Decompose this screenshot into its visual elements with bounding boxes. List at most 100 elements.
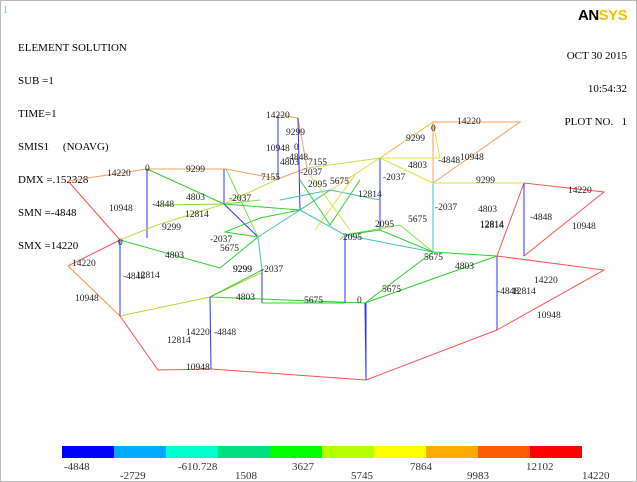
element-edge bbox=[299, 157, 524, 211]
element-edge bbox=[209, 269, 263, 298]
model-label: 0 bbox=[431, 124, 436, 134]
model-label: 14220 bbox=[186, 328, 210, 338]
title-line: TIME=1 bbox=[18, 108, 57, 120]
model-label: -2037 bbox=[300, 168, 322, 178]
element-edge bbox=[364, 255, 498, 304]
model-label: 4803 bbox=[236, 293, 255, 303]
legend-color-band bbox=[322, 446, 374, 458]
model-label: 5675 bbox=[408, 215, 427, 225]
element-edge bbox=[496, 182, 606, 257]
legend-tick: 1508 bbox=[235, 470, 257, 482]
element-edge bbox=[257, 209, 301, 271]
model-label: 12814 bbox=[358, 190, 382, 200]
model-label: 9299 bbox=[286, 128, 305, 138]
element-edge bbox=[379, 121, 434, 159]
legend-color-band bbox=[218, 446, 270, 458]
model-label: 2095 bbox=[375, 220, 394, 230]
model-label: 4803 bbox=[455, 262, 474, 272]
model-label: 14220 bbox=[72, 259, 96, 269]
element-edge bbox=[67, 239, 121, 267]
model-label: 10948 bbox=[537, 311, 561, 321]
legend-color-band bbox=[114, 446, 166, 458]
legend-color-band bbox=[166, 446, 218, 458]
model-label: 12814 bbox=[136, 271, 160, 281]
element-edge bbox=[119, 178, 279, 241]
element-edge bbox=[223, 209, 301, 238]
model-label: 14220 bbox=[534, 276, 558, 286]
element-edge bbox=[67, 265, 121, 317]
legend-color-band bbox=[530, 446, 582, 458]
element-edge bbox=[299, 189, 346, 236]
element-edge bbox=[209, 296, 366, 304]
legend-color-band bbox=[374, 446, 426, 458]
model-label: 4803 bbox=[165, 251, 184, 261]
model-label: 12814 bbox=[185, 210, 209, 220]
model-label: 5675 bbox=[424, 253, 443, 263]
model-label: 9299 bbox=[186, 165, 205, 175]
model-label: 0 bbox=[357, 296, 362, 306]
model-label: -4848 bbox=[152, 200, 174, 210]
legend-tick: -610.728 bbox=[178, 461, 218, 473]
element-edges bbox=[67, 114, 606, 381]
plot-date: OCT 30 2015 bbox=[566, 50, 627, 62]
legend-color-band bbox=[270, 446, 322, 458]
model-label: 0 bbox=[118, 238, 123, 248]
model-label: 2095 bbox=[308, 180, 327, 190]
element-edge bbox=[225, 168, 259, 238]
model-label: 7155 bbox=[308, 158, 327, 168]
legend-tick: 9983 bbox=[467, 470, 489, 482]
element-edge bbox=[297, 117, 301, 211]
model-label: 12814 bbox=[512, 287, 536, 297]
element-edge bbox=[306, 157, 381, 169]
model-label: 14220 bbox=[457, 117, 481, 127]
model-label: 10948 bbox=[266, 144, 290, 154]
model-label: 12814 bbox=[167, 336, 191, 346]
model-label: -4848 bbox=[530, 213, 552, 223]
legend-color-band bbox=[426, 446, 478, 458]
legend-tick: -4848 bbox=[64, 461, 90, 473]
model-label: -2037 bbox=[383, 173, 405, 183]
legend-tick: 7864 bbox=[410, 461, 432, 473]
fe-model-plot[interactable]: 14220 9299 10948 0 -4848 4803 -2037 7155… bbox=[0, 0, 637, 440]
element-edge bbox=[146, 168, 301, 211]
window-number: 1 bbox=[3, 5, 8, 16]
model-label: -4848 bbox=[438, 156, 460, 166]
title-line: SMIS1 (NOAVG) bbox=[18, 141, 109, 153]
model-label: 5675 bbox=[330, 177, 349, 187]
model-label: 9299 bbox=[233, 265, 252, 275]
model-label: 2095 bbox=[343, 233, 362, 243]
model-label: 5675 bbox=[382, 285, 401, 295]
model-label: 14220 bbox=[266, 111, 290, 121]
model-label: 12814 bbox=[480, 220, 504, 230]
legend-tick: 14220 bbox=[582, 470, 610, 482]
element-edge bbox=[496, 255, 606, 331]
model-label: 4803 bbox=[478, 205, 497, 215]
model-label: -4848 bbox=[497, 287, 519, 297]
model-label: -2037 bbox=[229, 194, 251, 204]
model-label: 5675 bbox=[304, 296, 323, 306]
model-label: 4803 bbox=[280, 158, 299, 168]
model-label: 10948 bbox=[109, 204, 133, 214]
element-edge bbox=[209, 296, 212, 370]
model-label: -4848 bbox=[123, 272, 145, 282]
title-line: SUB =1 bbox=[18, 75, 54, 87]
legend-tick: 5745 bbox=[351, 470, 373, 482]
title-line: SMX =14220 bbox=[18, 240, 79, 252]
legend-tick: 12102 bbox=[526, 461, 554, 473]
plot-stamp: OCT 30 2015 10:54:32 PLOT NO. 1 bbox=[535, 29, 627, 139]
model-label: 12814 bbox=[480, 221, 504, 231]
model-label: 10948 bbox=[186, 363, 210, 373]
element-edge bbox=[279, 189, 381, 201]
plot-number: PLOT NO. 1 bbox=[564, 116, 627, 128]
element-edge bbox=[299, 179, 361, 226]
model-label: 10948 bbox=[572, 222, 596, 232]
contour-legend-bar bbox=[62, 446, 582, 458]
plot-time: 10:54:32 bbox=[587, 83, 627, 95]
title-line: DMX =.152328 bbox=[18, 174, 89, 186]
model-label: 9299 bbox=[162, 223, 181, 233]
model-label: 7155 bbox=[261, 173, 280, 183]
element-edge bbox=[339, 224, 434, 253]
model-label: -2037 bbox=[435, 203, 457, 213]
legend-tick: 3627 bbox=[292, 461, 314, 473]
title-line: SMN =-4848 bbox=[18, 207, 77, 219]
